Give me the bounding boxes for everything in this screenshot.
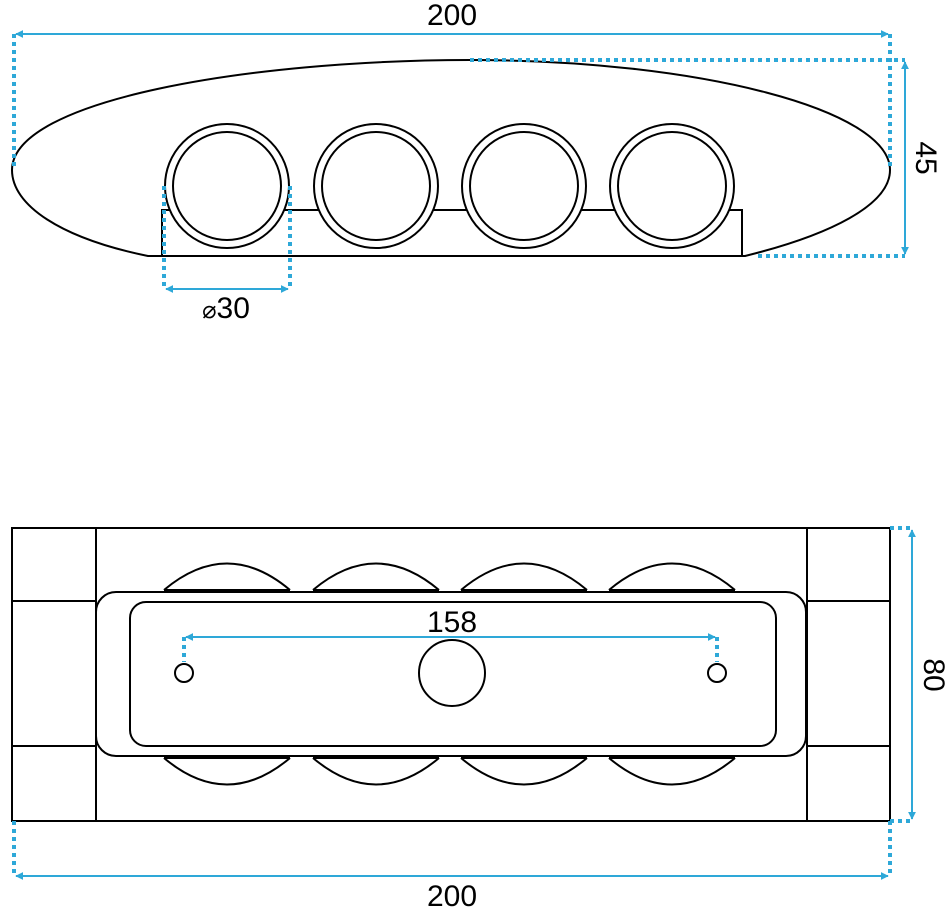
hole-spacing-dimension: 158 (182, 606, 719, 662)
diameter-value: 30 (217, 292, 250, 325)
housing-ellipse (10, 58, 892, 257)
lens-2 (313, 123, 439, 249)
bottom-view: 158 200 80 (11, 526, 947, 908)
top-view: 200 45 ⌀30 (10, 0, 942, 325)
top-lens-arcs (163, 562, 736, 591)
lens-4 (609, 123, 735, 249)
right-screw-hole (707, 663, 727, 683)
bottom-height-label: 80 (917, 658, 947, 691)
bottom-lens-arcs (163, 757, 736, 786)
hole-spacing-label: 158 (427, 606, 477, 639)
lens-3 (461, 123, 587, 249)
lens-1 (164, 123, 290, 249)
cable-entry-hole (418, 639, 486, 707)
top-width-label: 200 (427, 0, 477, 32)
top-height-dimension: 45 (470, 58, 942, 258)
bottom-width-label: 200 (427, 880, 477, 908)
diameter-symbol: ⌀ (202, 297, 216, 324)
diameter-dimension: ⌀30 (162, 186, 292, 325)
left-screw-hole (174, 663, 194, 683)
top-width-dimension: 200 (12, 0, 892, 170)
diameter-label: ⌀30 (202, 292, 250, 325)
bottom-height-dimension: 80 (890, 526, 947, 823)
top-height-label: 45 (909, 141, 942, 174)
bottom-width-dimension: 200 (12, 821, 892, 908)
